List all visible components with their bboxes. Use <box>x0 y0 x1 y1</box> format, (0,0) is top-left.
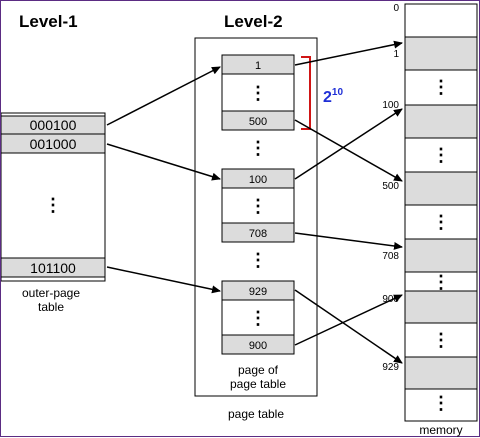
ellipsis-dots: ⋮ <box>249 196 267 216</box>
page-entry-label: 929 <box>249 286 267 298</box>
ellipsis-dots: ⋮ <box>432 393 450 413</box>
inner-caption-line2: page table <box>230 377 286 391</box>
memory-frame-block <box>404 104 478 139</box>
outer-table-caption-line2: table <box>38 300 64 314</box>
bracket-power-label: 210 <box>323 87 343 106</box>
page-entry-cell <box>221 280 295 301</box>
page-entry-cell <box>221 54 295 75</box>
memory-frame-block <box>404 356 478 390</box>
page-entry-cell <box>221 110 295 131</box>
ellipsis-dots: ⋮ <box>249 83 267 103</box>
page-entry-label: 100 <box>249 174 267 186</box>
memory-address: 500 <box>382 181 399 192</box>
memory-address: 1 <box>393 49 399 60</box>
outer-table-caption-line1: outer-page <box>22 286 80 300</box>
pointer-arrow <box>294 108 403 180</box>
memory-frame-block <box>404 171 478 206</box>
level1-heading: Level-1 <box>19 12 78 31</box>
page-entry-label: 708 <box>249 228 267 240</box>
ellipsis-dots: ⋮ <box>432 145 450 165</box>
outer-entry-cell <box>1 257 106 278</box>
pointer-arrow <box>106 266 221 294</box>
page-entry-cell <box>221 222 295 243</box>
ellipsis-dots: ⋮ <box>249 250 267 270</box>
outer-entry-label: 101100 <box>30 260 76 276</box>
ellipsis-dots: ⋮ <box>432 272 450 292</box>
memory-address: 708 <box>382 251 399 262</box>
memory: ⋮ ⋮ ⋮ ⋮ ⋮ ⋮ 0 1 100 500 708 900 929 memo… <box>382 3 478 437</box>
memory-caption: memory <box>419 423 462 437</box>
memory-address: 929 <box>382 362 399 373</box>
page-entry-label: 1 <box>255 60 261 72</box>
memory-address: 0 <box>393 3 399 14</box>
page-table: 1 500 ⋮ ⋮ 100 708 ⋮ ⋮ 929 900 ⋮ page of … <box>194 37 318 421</box>
power-exponent: 10 <box>332 87 344 98</box>
ellipsis-dots: ⋮ <box>44 195 62 215</box>
page-entry-cell <box>221 334 295 355</box>
memory-frame <box>404 3 478 422</box>
ellipsis-dots: ⋮ <box>432 212 450 232</box>
memory-frame-block <box>404 290 478 324</box>
ellipsis-dots: ⋮ <box>249 308 267 328</box>
memory-frame-block <box>404 238 478 273</box>
page-entry-label: 500 <box>249 116 267 128</box>
outer-entry-cell <box>1 133 106 154</box>
outer-entry-label: 001000 <box>30 136 77 152</box>
pointer-arrow <box>294 40 403 66</box>
pointer-arrow <box>294 119 403 182</box>
ellipsis-dots: ⋮ <box>432 77 450 97</box>
ellipsis-dots: ⋮ <box>249 138 267 158</box>
pointer-arrow <box>294 232 403 250</box>
page-table-caption: page table <box>228 407 284 421</box>
pointer-arrow <box>294 294 403 346</box>
page-entry-label: 900 <box>249 340 267 352</box>
inner-caption-line1: page of <box>238 363 279 377</box>
level2-heading: Level-2 <box>224 12 283 31</box>
outer-entry-label: 000100 <box>30 117 77 133</box>
pointer-arrows <box>106 40 403 364</box>
memory-frame-block <box>404 36 478 71</box>
ellipsis-dots: ⋮ <box>432 330 450 350</box>
memory-address: 100 <box>382 100 399 111</box>
pointer-arrow <box>106 143 221 181</box>
page-entry-cell <box>221 168 295 189</box>
pointer-arrow <box>106 66 221 126</box>
power-base: 2 <box>323 89 332 106</box>
pointer-arrow <box>294 289 403 364</box>
bracket-line <box>301 56 311 130</box>
outer-page-table: 000100 001000 101100 ⋮ outer-page table <box>1 112 106 314</box>
size-bracket: 210 <box>301 56 343 130</box>
